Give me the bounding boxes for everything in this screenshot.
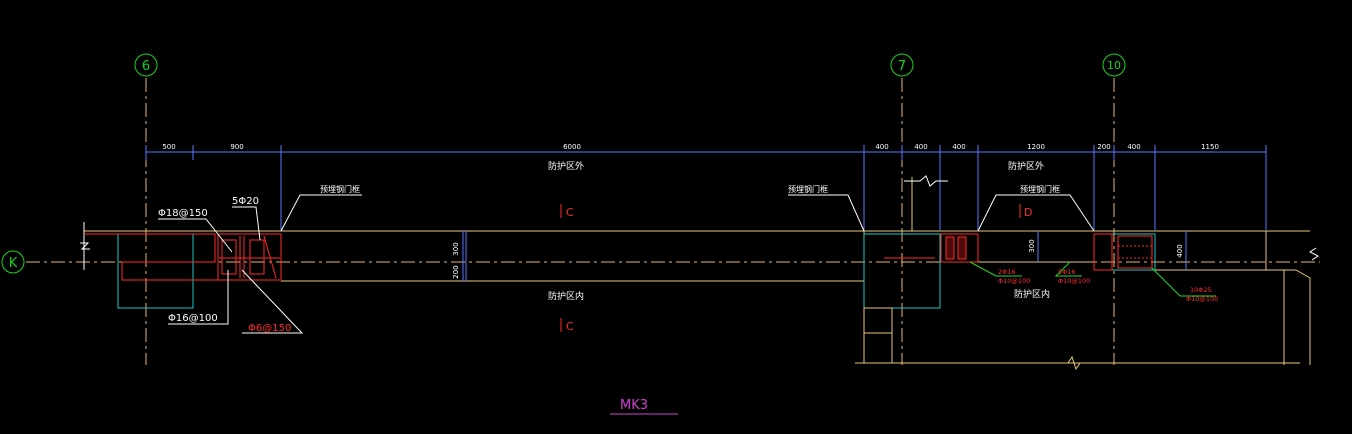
vertical-dim-texts: 300 200 300 400 [452,239,1184,278]
rebar-label-phi6: Φ6@150 [248,323,291,334]
dim-v-300-b: 300 [1028,239,1036,252]
dim-v-400: 400 [1176,244,1184,257]
axis-bubble-10 [1102,53,1126,77]
rebar-r3b: Φ10@100 [1186,295,1218,303]
rebar-middle [884,233,1153,271]
rebar-label-5phi20: 5Φ20 [232,196,259,207]
dim-200: 200 [1097,143,1110,151]
cut-d: D [1024,206,1032,219]
wall-lines [84,175,1311,371]
label-inside-1: 防护区内 [548,290,584,302]
dim-1150: 1150 [1201,143,1219,151]
cut-c-2: C [566,320,574,333]
title-mk3: MK3 [620,398,648,413]
column-axis-6 [117,233,194,309]
axis-bubble-k [1,250,25,274]
dim-v-300: 300 [452,242,460,255]
dim-1200: 1200 [1027,143,1045,151]
column-lower-7 [863,307,893,364]
grid-bubbles: 6 7 10 K [1,53,1126,274]
columns [117,233,1156,364]
dim-400-d: 400 [1127,143,1140,151]
axis-bubble-7 [890,53,914,77]
dim-500: 500 [162,143,175,151]
label-door-frame-3: 预埋钢门框 [1020,184,1060,194]
axis-label-k: K [9,256,18,271]
rebar-label-phi18: Φ18@150 [158,208,208,219]
label-outside-1: 防护区外 [548,160,584,172]
vertical-dims [462,231,1187,281]
label-door-frame-2: 预埋钢门框 [788,184,828,194]
axis-label-7: 7 [898,59,906,74]
dimension-texts-top: 500 900 6000 400 400 400 1200 200 400 11… [162,143,1219,151]
label-outside-2: 防护区外 [1008,160,1044,172]
dim-900: 900 [230,143,243,151]
label-inside-2: 防护区内 [1014,288,1050,300]
grid-axes [26,78,1320,365]
dim-400-b: 400 [914,143,927,151]
rebar-r1b: Φ10@100 [998,277,1030,285]
rebar-r2a: 5Φ16 [1058,268,1076,276]
label-door-frame-1: 预埋钢门框 [320,184,360,194]
rebar-callouts [158,206,304,334]
dim-400-c: 400 [952,143,965,151]
door-frame-labels [280,194,1095,232]
break-line-left [80,222,1319,270]
axis-label-10: 10 [1107,59,1121,72]
rebar-callouts-right [969,261,1216,297]
dim-400-a: 400 [875,143,888,151]
rebar-r2b: Φ10@100 [1058,277,1090,285]
axis-label-6: 6 [142,59,150,74]
section-cuts: C C D [560,204,1032,333]
zone-labels: 防护区外 防护区外 防护区内 防护区内 [548,160,1050,302]
rebar-left [84,233,282,281]
column-axis-10 [1093,233,1156,271]
dim-v-200: 200 [452,265,460,278]
rebar-r3a: 10Φ25 [1190,286,1212,294]
dim-6000: 6000 [563,143,581,151]
cut-c-1: C [566,206,574,219]
dimension-chain-top [145,145,1267,230]
drawing-title: MK3 [610,398,678,415]
rebar-r1a: 2Φ16 [998,268,1016,276]
rebar-label-phi16: Φ16@100 [168,313,218,324]
axis-bubble-6 [134,53,158,77]
